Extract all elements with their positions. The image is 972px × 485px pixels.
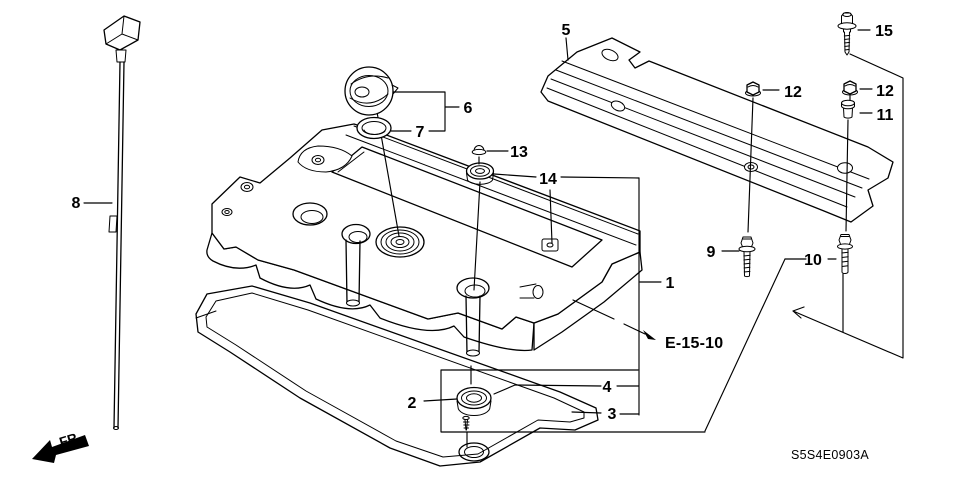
stud-bolt-icon xyxy=(738,236,756,278)
front-direction-arrow xyxy=(32,435,89,463)
callout-13[interactable]: 13 xyxy=(510,144,528,161)
grommet-icon xyxy=(841,99,855,119)
callout-labels: 5 15 12 12 11 6 7 13 14 8 9 10 1 4 3 2 xyxy=(72,22,894,423)
diagram-code: S5S4E0903A xyxy=(791,448,869,462)
callout-5[interactable]: 5 xyxy=(562,22,571,39)
tube-seal-illustration xyxy=(456,386,492,431)
shoulder-bolt-icon xyxy=(837,12,857,56)
callout-2[interactable]: 2 xyxy=(408,395,417,412)
callout-6[interactable]: 6 xyxy=(464,100,473,117)
callout-1[interactable]: 1 xyxy=(666,275,675,292)
cap-seal-illustration xyxy=(356,116,392,140)
callout-12[interactable]: 12 xyxy=(784,84,802,101)
callout-11[interactable]: 11 xyxy=(877,107,894,124)
oil-filler-cap-illustration xyxy=(344,66,399,116)
front-direction-label: FR. xyxy=(57,429,82,450)
callout-12[interactable]: 12 xyxy=(876,83,894,100)
gasket-illustration xyxy=(195,285,599,467)
flange-bolt-icon xyxy=(837,234,853,274)
callout-10[interactable]: 10 xyxy=(804,252,822,269)
callout-15[interactable]: 15 xyxy=(875,23,893,40)
leader-lines xyxy=(83,29,904,448)
cap-nut-icon xyxy=(471,145,487,156)
mount-rubber-icon xyxy=(465,162,495,185)
flange-nut-icon xyxy=(842,80,858,96)
callout-14[interactable]: 14 xyxy=(539,171,557,188)
callout-4[interactable]: 4 xyxy=(603,379,612,396)
flange-nut-icon xyxy=(745,81,761,97)
dipstick-illustration xyxy=(103,15,141,430)
cross-reference-label[interactable]: E-15-10 xyxy=(665,335,723,352)
valve-cover-illustration xyxy=(206,123,643,357)
callout-9[interactable]: 9 xyxy=(707,244,716,261)
callout-8[interactable]: 8 xyxy=(72,195,81,212)
callout-7[interactable]: 7 xyxy=(416,124,425,141)
callout-3[interactable]: 3 xyxy=(608,406,617,423)
engine-cover-plate-illustration xyxy=(540,37,894,223)
